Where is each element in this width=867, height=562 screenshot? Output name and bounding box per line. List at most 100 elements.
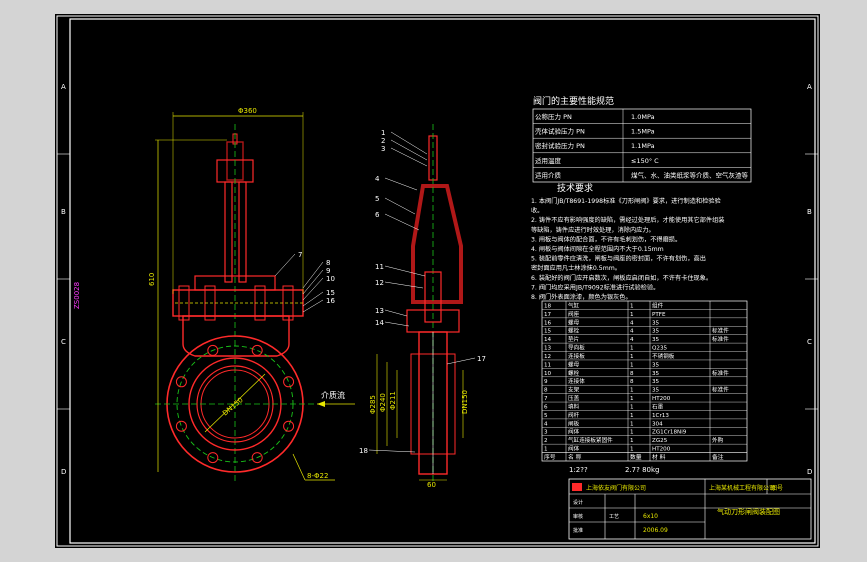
- bom-cell: 支架: [568, 386, 580, 394]
- bom-header: 备注: [712, 453, 724, 461]
- perf-value: 1.5MPa: [631, 128, 655, 136]
- tech-line: 5. 装配前零件应清洗，闸板与阀座的密封面，不许有划伤，高出: [531, 255, 706, 263]
- bom-cell: 5: [544, 413, 548, 419]
- flow-label: 介质流: [321, 390, 345, 400]
- zone-letter-left: A: [61, 83, 66, 91]
- bom-cell: 1: [630, 346, 634, 352]
- front-callout: 8: [326, 259, 330, 267]
- bom-cell: 10: [544, 371, 552, 377]
- tech-line: 7. 阀门均应采用JB/T9092标准进行试验检验。: [531, 283, 659, 291]
- label-design: 设计: [573, 499, 583, 506]
- dim-211: Φ211: [389, 391, 397, 410]
- height-label: 610: [148, 273, 156, 286]
- side-callout: 2: [381, 137, 385, 145]
- bom-cell: ZG1Cr18Ni9: [652, 430, 687, 436]
- bolt-left: [178, 285, 190, 321]
- weight-label: 2.7? 80kg: [625, 466, 659, 474]
- side-callout: 12: [375, 279, 384, 287]
- side-callout: 6: [375, 211, 380, 219]
- bom-cell: 1: [630, 396, 634, 402]
- tech-title: 技术要求: [557, 182, 593, 194]
- bom-cell: 阀体: [568, 445, 580, 453]
- bom-cell: 3: [544, 430, 548, 436]
- bom-cell: 35: [652, 320, 660, 326]
- bom-cell: 35: [652, 371, 660, 377]
- bom-cell: 4: [630, 337, 634, 343]
- dim-240: Φ240: [379, 393, 387, 412]
- front-callout: 16: [326, 297, 335, 305]
- dim-285: Φ285: [369, 395, 377, 414]
- dim-60: 60: [427, 481, 436, 489]
- yoke-left-leg: [224, 181, 233, 283]
- perf-label: 壳体试验压力 PN: [535, 127, 585, 136]
- bom-cell: 组件: [652, 301, 664, 309]
- bom-cell: 1: [630, 421, 634, 427]
- side-callout: 14: [375, 319, 384, 327]
- bom-cell: 标准件: [712, 386, 729, 394]
- bom-cell: 35: [652, 337, 660, 343]
- bom-cell: Q235: [652, 346, 668, 352]
- tech-line: 3. 闸板与阀体的配合面，不许有毛刺划伤，不得磨损。: [531, 235, 681, 243]
- product-name: 气动刀形闸阀装配图: [717, 507, 780, 516]
- bom-cell: 15: [544, 329, 552, 335]
- bom-cell: 35: [652, 379, 660, 385]
- bom-cell: 不锈钢板: [652, 352, 675, 360]
- bom-cell: 1: [544, 447, 548, 453]
- zone-letter-right: C: [807, 338, 812, 346]
- bolt-hole-leader: [292, 453, 306, 481]
- bom-cell: 石墨: [652, 403, 664, 410]
- bom-cell: 8: [630, 379, 634, 385]
- bom-header: 材 料: [652, 453, 666, 461]
- bom-cell: 2: [544, 438, 548, 444]
- zone-letter-right: A: [807, 83, 812, 91]
- label-check: 审核: [573, 513, 583, 520]
- bom-cell: 17: [544, 312, 552, 318]
- bom-cell: 304: [652, 421, 663, 427]
- tech-line: 6. 装配好的阀门应开启数次，闸板应启闭自如，不许有卡住现象。: [531, 274, 712, 282]
- bom-cell: 14: [544, 337, 552, 343]
- bom-cell: HT200: [652, 396, 671, 402]
- side-view: Φ285 Φ240 Φ211 DN150 60 1234561112131417…: [359, 124, 486, 489]
- side-callout: 1: [381, 129, 385, 137]
- bom-cell: 1: [630, 388, 634, 394]
- side-label: ZS0028: [73, 282, 81, 309]
- company-name-2: 上海某机械工程有限公司: [709, 484, 775, 492]
- side-callout: 11: [375, 263, 384, 271]
- bom-cell: 连接体: [568, 377, 585, 385]
- perf-label: 密封试验压力 PN: [535, 141, 585, 150]
- bom-cell: 螺栓: [568, 327, 580, 335]
- bom-cell: PTFE: [652, 312, 666, 318]
- tech-line: 收。: [531, 207, 543, 215]
- bolt-hole: [207, 344, 219, 356]
- bom-cell: HT200: [652, 447, 671, 453]
- date: 2006.09: [643, 527, 668, 534]
- bom-header: 数量: [630, 453, 642, 461]
- bom-cell: 1: [630, 303, 634, 309]
- bom-cell: 35: [652, 362, 660, 368]
- bom-cell: 螺母: [568, 318, 580, 326]
- bom-cell: ZG25: [652, 438, 668, 444]
- bom-cell: 1Cr13: [652, 413, 669, 419]
- bom-cell: 螺栓: [568, 369, 580, 377]
- bolt-holes: [175, 344, 295, 464]
- company-logo: [572, 483, 582, 491]
- side-callout: 18: [359, 447, 368, 455]
- top-width-label: Φ360: [238, 107, 257, 115]
- side-callout: 4: [375, 175, 380, 183]
- bom-cell: 外购: [712, 436, 724, 444]
- front-callout: 10: [326, 275, 335, 283]
- bom-cell: 垫片: [568, 335, 580, 343]
- zone-letter-left: C: [61, 338, 66, 346]
- side-dims: [376, 354, 464, 481]
- outer-border: [56, 15, 819, 547]
- yoke-right-leg: [238, 181, 247, 283]
- bom-cell: 8: [630, 371, 634, 377]
- bom-cell: 4: [630, 329, 634, 335]
- zone-letter-right: B: [807, 208, 812, 216]
- perf-value: 1.1MPa: [631, 142, 655, 150]
